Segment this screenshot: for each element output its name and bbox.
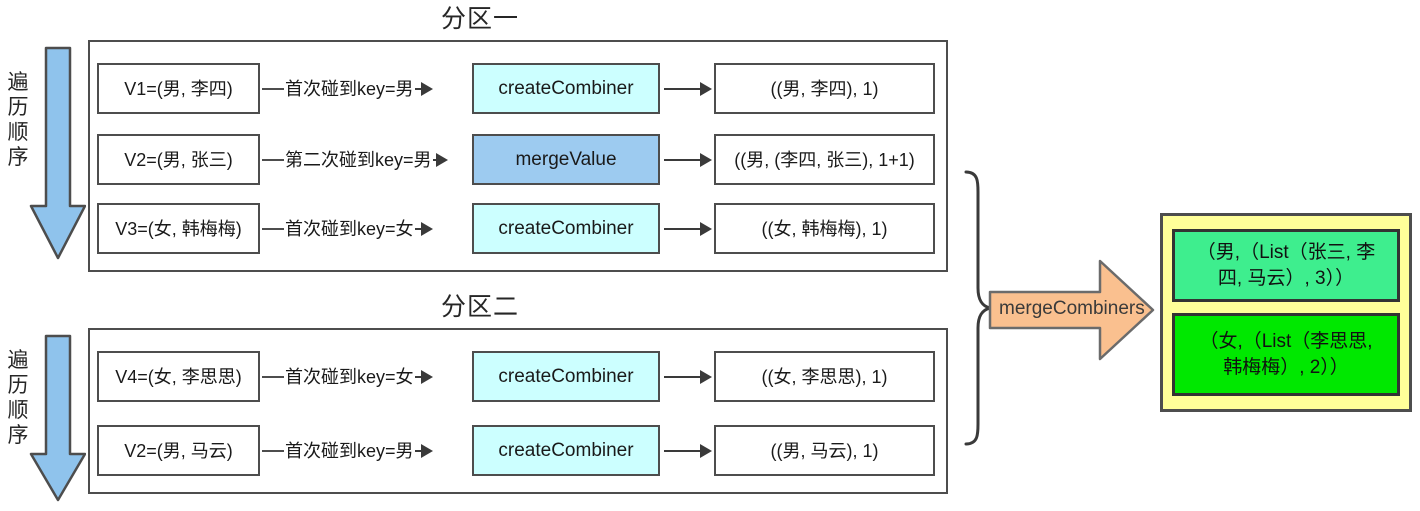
partition-1-row-3-arrow [664, 222, 712, 236]
arrowhead-icon [700, 444, 712, 458]
arrow-shaft [664, 87, 700, 91]
connector-line [262, 159, 284, 161]
partition-1-row-3-input: V3=(女, 韩梅梅) [97, 203, 260, 254]
arrow-shaft [664, 449, 700, 453]
arrowhead-icon [420, 370, 433, 384]
arrow-shaft [664, 227, 700, 231]
arrow-shaft [664, 375, 700, 379]
connector-arrow-shaft [414, 375, 421, 379]
arrowhead-icon [700, 370, 712, 384]
partition-1-row-1-input: V1=(男, 李四) [97, 63, 260, 114]
partition-2-row-1-function: createCombiner [472, 351, 660, 402]
arrow-shaft [664, 158, 700, 162]
connector-line [262, 228, 284, 230]
partition-1-row-2-input: V2=(男, 张三) [97, 134, 260, 185]
arrowhead-icon [420, 444, 433, 458]
connector-line [262, 376, 284, 378]
partition-1-row-1-connector: 首次碰到key=男 [262, 78, 433, 100]
merged-result-item-female: （女,（List（李思思, 韩梅梅）, 2）） [1172, 313, 1400, 396]
partition-2-title: 分区二 [440, 293, 519, 321]
partition-1-row-3-output: ((女, 韩梅梅), 1) [714, 203, 935, 254]
partition-1-row-3-connector: 首次碰到key=女 [262, 218, 433, 240]
partition-1-row-1-function: createCombiner [472, 63, 660, 114]
traversal-order-label-2: 遍历顺序 [7, 349, 29, 447]
merge-combiners-arrow [988, 259, 1155, 361]
partition-1-row-3-function: createCombiner [472, 203, 660, 254]
arrowhead-icon [700, 153, 712, 167]
grouping-brace [964, 170, 991, 446]
partition-2-row-2-input: V2=(男, 马云) [97, 425, 260, 476]
connector-arrow-shaft [432, 158, 436, 162]
partition-2-row-1-connector: 首次碰到key=女 [262, 366, 433, 388]
partition-2-row-1-output: ((女, 李思思), 1) [714, 351, 935, 402]
connector-arrow-shaft [414, 227, 421, 231]
merge-combiners-label: mergeCombiners [999, 298, 1145, 319]
down-arrow-icon-1 [29, 46, 86, 260]
traversal-order-1: 遍历顺序 [4, 46, 86, 264]
partition-2-row-2-connector: 首次碰到key=男 [262, 440, 433, 462]
partition-2-row-1-arrow [664, 370, 712, 384]
partition-1-title: 分区一 [440, 5, 519, 33]
partition-1-row-1-output: ((男, 李四), 1) [714, 63, 935, 114]
connector-line [262, 450, 284, 452]
down-arrow-icon-2 [29, 334, 86, 502]
partition-2-row-2-function: createCombiner [472, 425, 660, 476]
traversal-order-label-1: 遍历顺序 [7, 71, 29, 169]
arrowhead-icon [700, 222, 712, 236]
arrowhead-icon [700, 82, 712, 96]
partition-1-row-2-function: mergeValue [472, 134, 660, 185]
partition-1-row-2-output: ((男, (李四, 张三), 1+1) [714, 134, 935, 185]
partition-2-row-2-arrow [664, 444, 712, 458]
partition-1-row-1-arrow [664, 82, 712, 96]
connector-line [262, 88, 284, 90]
partition-1-row-2-arrow [664, 153, 712, 167]
arrowhead-icon [420, 222, 433, 236]
arrowhead-icon [435, 153, 448, 167]
merged-result-item-male: （男,（List（张三, 李四, 马云）, 3）） [1172, 229, 1400, 302]
partition-2-row-1-input: V4=(女, 李思思) [97, 351, 260, 402]
connector-arrow-shaft [414, 87, 421, 91]
partition-1-row-2-connector: 第二次碰到key=男 [262, 149, 448, 171]
partition-2-row-2-output: ((男, 马云), 1) [714, 425, 935, 476]
connector-arrow-shaft [414, 449, 421, 453]
traversal-order-2: 遍历顺序 [4, 334, 86, 504]
arrowhead-icon [420, 82, 433, 96]
